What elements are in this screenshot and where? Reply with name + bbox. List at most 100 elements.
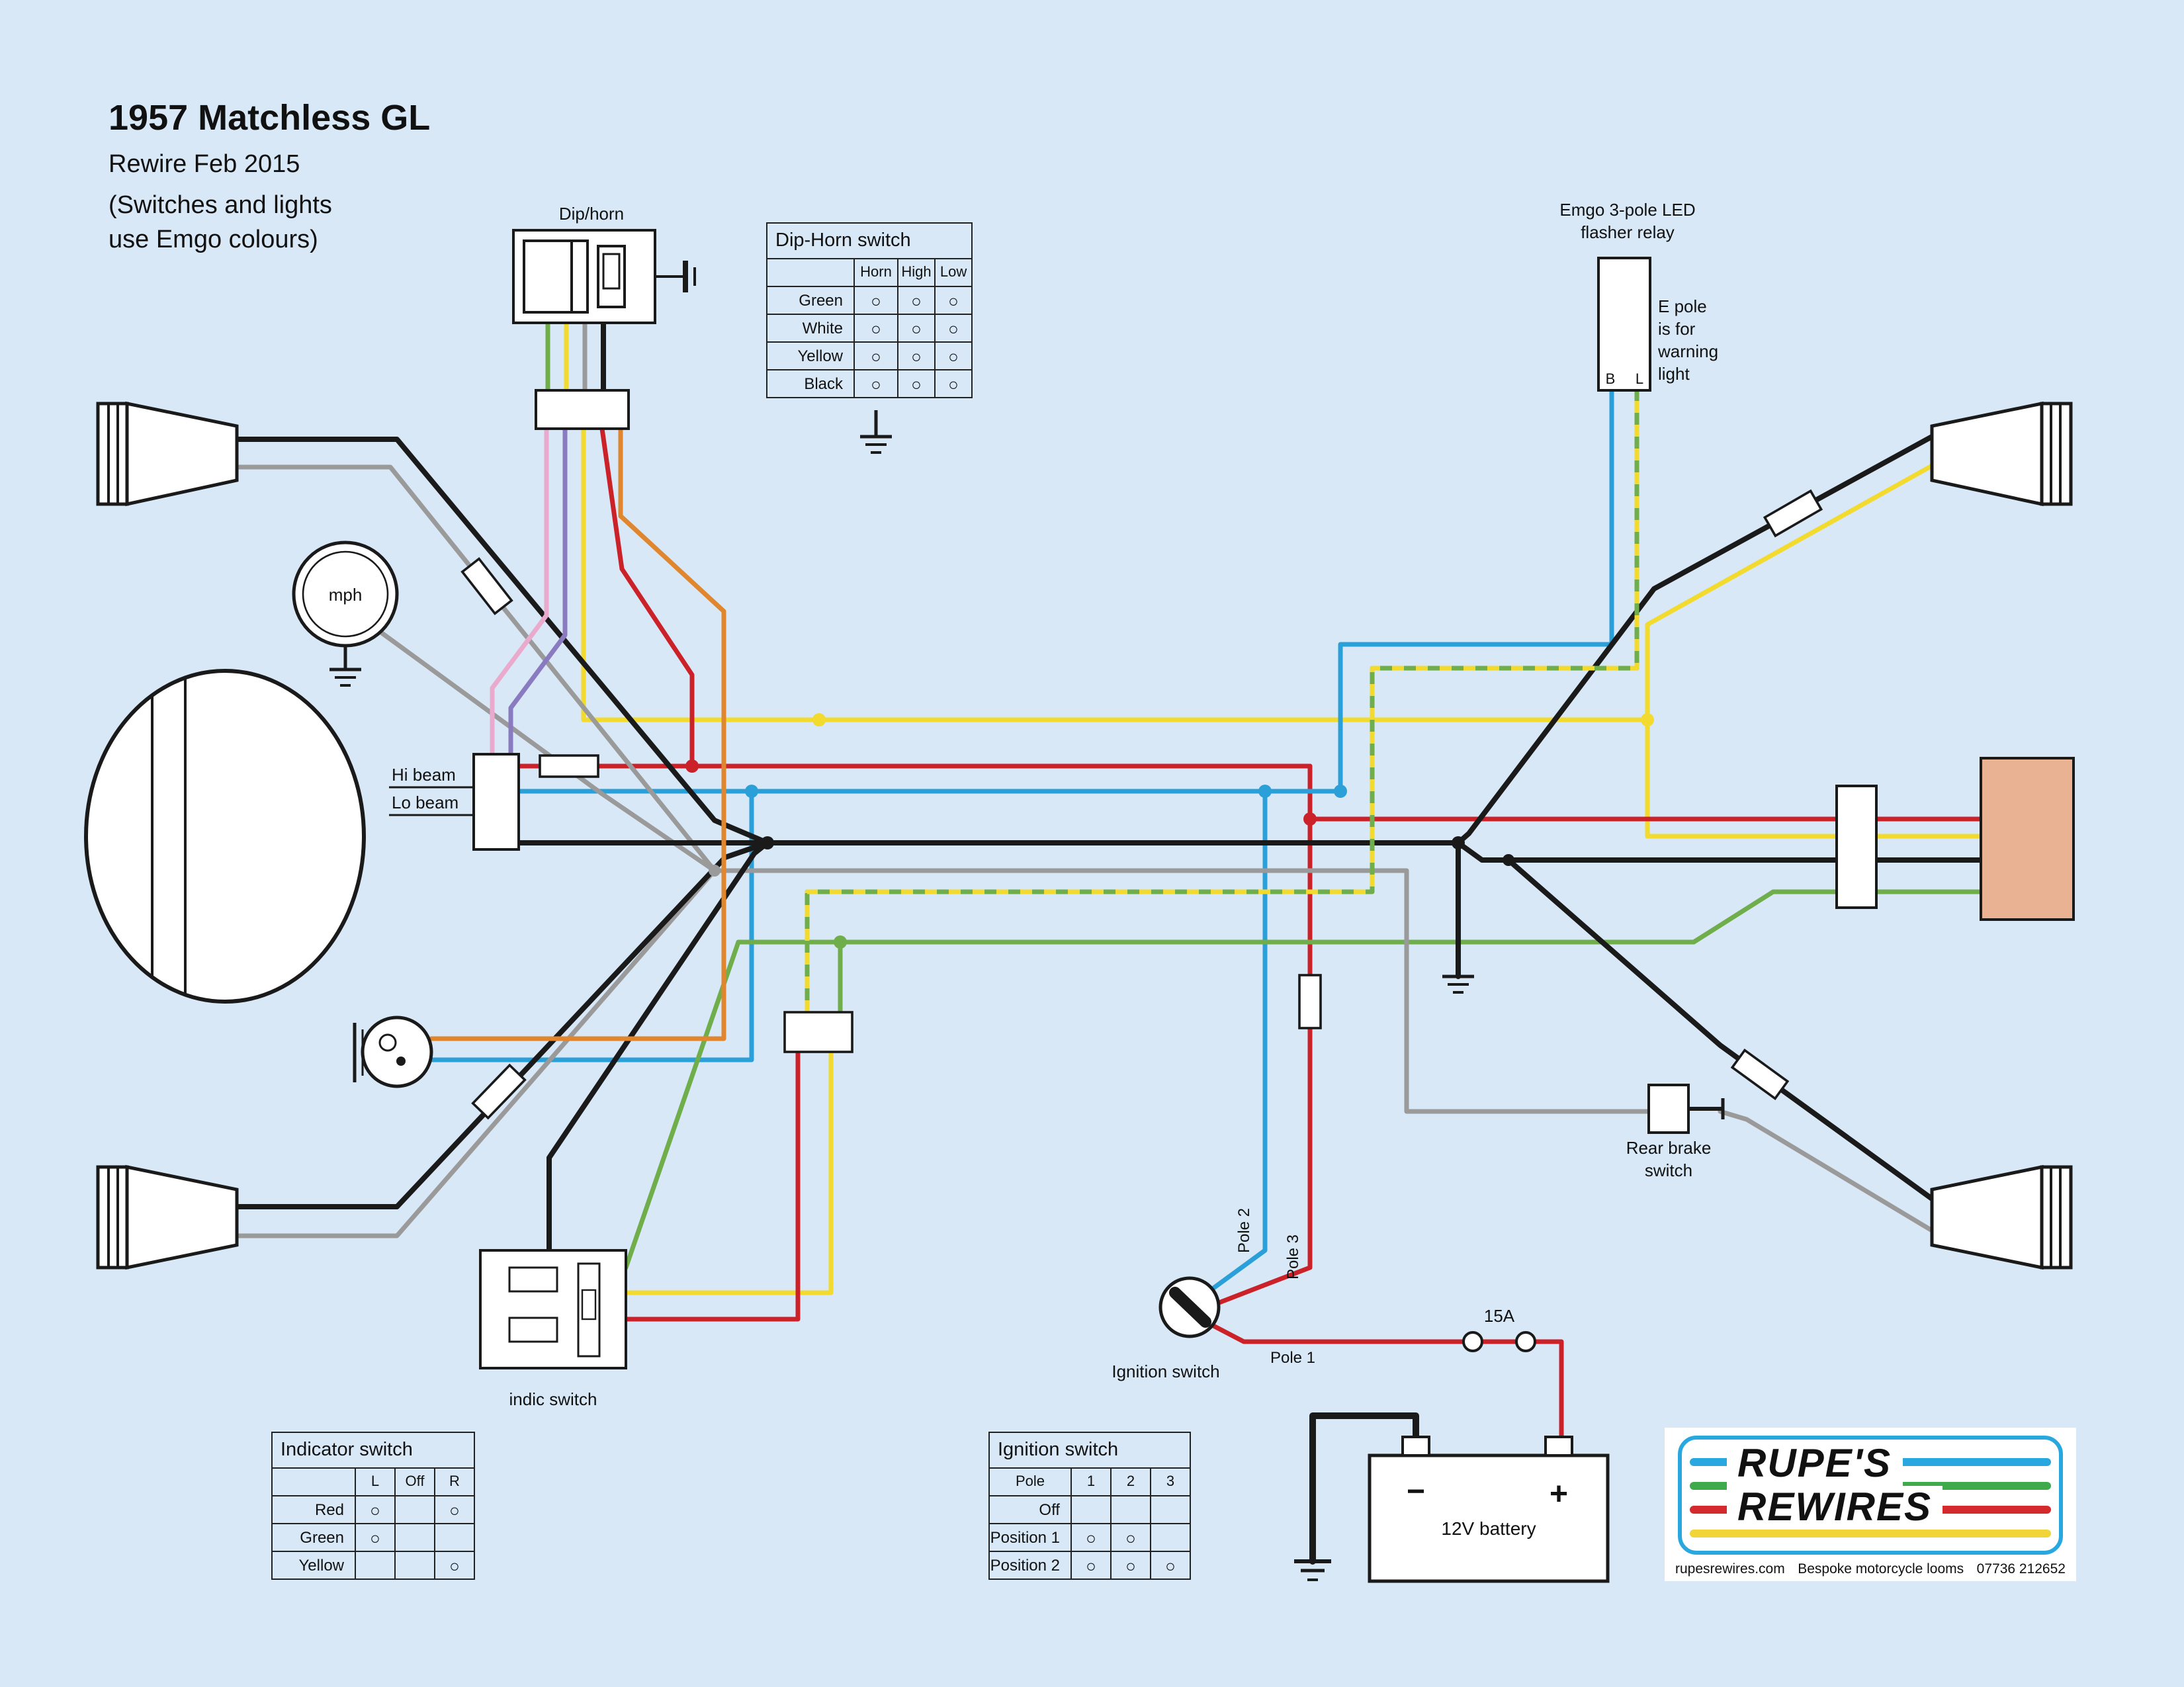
junction-blue-left — [745, 785, 758, 798]
wire-red-indic-switch — [623, 1049, 801, 1322]
connector-rear-right — [1730, 1049, 1790, 1100]
row-label: Green — [271, 1523, 356, 1552]
contact-cell: ○ — [934, 369, 973, 398]
contact-cell: ○ — [934, 314, 973, 343]
junction-blue-right — [1334, 785, 1347, 798]
wire-yellow-indic-switch — [623, 1049, 834, 1295]
junction-yellow — [812, 713, 826, 726]
lamp-body — [1930, 1164, 2044, 1270]
flasher-title-1: Emgo 3-pole LED — [1559, 200, 1695, 220]
connector-indicator-feed — [783, 1011, 853, 1053]
rear-brake-label-1: Rear brake — [1626, 1138, 1712, 1158]
lamp-lens — [2040, 402, 2073, 506]
hi-beam-label: Hi beam — [392, 765, 456, 785]
junction-red-left — [685, 759, 699, 773]
connector-pole3 — [1298, 974, 1322, 1029]
contact-cell: ○ — [434, 1551, 475, 1580]
flasher-title-2: flasher relay — [1581, 222, 1675, 242]
lamp-lens — [96, 1165, 129, 1270]
battery-ground-icon — [1294, 1559, 1331, 1581]
logo-caption: rupesrewires.com Bespoke motorcycle loom… — [1675, 1561, 2066, 1577]
contact-cell: ○ — [1110, 1551, 1151, 1580]
wire-black-indic-switch — [546, 840, 770, 1253]
connector-rear-left — [471, 1063, 527, 1120]
inline-connectors — [460, 489, 1823, 1120]
wire-yellow-front-right-indicator — [1645, 463, 1935, 722]
row-label: Position 1 — [988, 1523, 1072, 1552]
diphorn-table-ground — [860, 410, 892, 454]
wire-grey-speedo — [378, 630, 717, 873]
indicator-lamps — [96, 401, 2073, 1270]
contact-cell: ○ — [1070, 1551, 1112, 1580]
wire-blue-flasher-b — [1338, 388, 1614, 794]
page-note-2: use Emgo colours) — [109, 226, 318, 254]
junction-yellow-right — [1641, 713, 1654, 726]
headlamp-connector — [472, 753, 520, 851]
indicator-table: Indicator switch L Off R Red ○ ○ Green ○… — [271, 1432, 475, 1580]
dip-horn-lever-inner — [602, 253, 621, 290]
contact-cell: ○ — [434, 1495, 475, 1524]
lo-beam-label: Lo beam — [392, 793, 459, 812]
dip-horn-col-low: Low — [934, 258, 973, 287]
lamp-lens — [96, 402, 129, 506]
ground-icon — [860, 435, 892, 454]
junction-green — [834, 935, 847, 949]
ignition-table-title: Ignition switch — [988, 1432, 1192, 1469]
connector-front-left — [460, 557, 513, 615]
dip-horn-unit: Dip/horn — [512, 204, 696, 430]
indic-switch-button-bottom — [508, 1317, 558, 1343]
junction-red-right — [1303, 812, 1317, 826]
fuse-label: 15A — [1484, 1306, 1515, 1326]
flasher-note-3: warning — [1657, 341, 1718, 361]
ignition-table: Ignition switch Pole 1 2 3 Off Position … — [988, 1432, 1192, 1580]
logo-art: RUPE'S REWIRES — [1678, 1436, 2063, 1555]
dip-horn-label: Dip/horn — [559, 204, 624, 224]
contact-cell: ○ — [934, 286, 973, 315]
logo-name-line1: RUPE'S — [1727, 1442, 1902, 1486]
wire-black-front-left-indicator — [234, 437, 770, 845]
wire-green-rear-lamp — [1691, 889, 1839, 945]
rear-lamp — [1980, 757, 2075, 921]
wire-pink-headlamp — [490, 426, 549, 757]
logo-phone: 07736 212652 — [1976, 1561, 2066, 1577]
logo-stripe-yellow — [1690, 1530, 2051, 1537]
ignition-switch-label: Ignition switch — [1112, 1362, 1219, 1381]
indicator-col-l: L — [355, 1467, 396, 1496]
row-label: Off — [988, 1495, 1072, 1524]
speedo-label: mph — [329, 585, 363, 605]
dip-horn-col-horn: Horn — [853, 258, 898, 287]
front-left-indicator-lamp — [96, 401, 239, 507]
wire-red-diphorn-drop — [599, 426, 695, 769]
connector-front-right — [1763, 489, 1823, 538]
ignition-col-pole: Pole — [988, 1467, 1072, 1496]
junction-black-left — [761, 836, 774, 849]
pilot-lamp — [353, 1016, 433, 1088]
page-note-1: (Switches and lights — [109, 192, 332, 220]
fuse-terminal-right — [1515, 1331, 1536, 1352]
wire-black-rear-left-indicator — [234, 840, 770, 1209]
pole2-label: Pole 2 — [1235, 1208, 1253, 1253]
contact-cell: ○ — [853, 369, 898, 398]
contact-cell — [1070, 1495, 1112, 1524]
wire-yellow-group — [564, 320, 1984, 1295]
connector-red-main — [539, 754, 599, 778]
dip-horn-table: Dip-Horn switch Horn High Low Green ○ ○ … — [765, 222, 973, 398]
flasher-note-4: light — [1658, 364, 1690, 384]
battery: − + 12V battery — [1294, 1436, 1610, 1583]
indic-switch-button-top — [508, 1266, 558, 1293]
lamp-lens — [2040, 1165, 2073, 1270]
row-label: Position 2 — [988, 1551, 1072, 1580]
wire-grey-group — [234, 320, 1935, 1238]
row-label: White — [766, 314, 855, 343]
contact-cell: ○ — [853, 341, 898, 370]
harness-ground-icon — [1442, 974, 1474, 994]
speedo-ground-icon — [329, 668, 361, 687]
indic-switch-label: indic switch — [509, 1389, 597, 1409]
ignition-key-slot — [1169, 1287, 1211, 1328]
wire-black-group — [234, 320, 1984, 1565]
wire-green-indic-switch — [623, 939, 741, 1270]
junction-grey — [709, 865, 721, 877]
contact-cell — [434, 1523, 475, 1552]
junction-dots — [685, 713, 1654, 949]
